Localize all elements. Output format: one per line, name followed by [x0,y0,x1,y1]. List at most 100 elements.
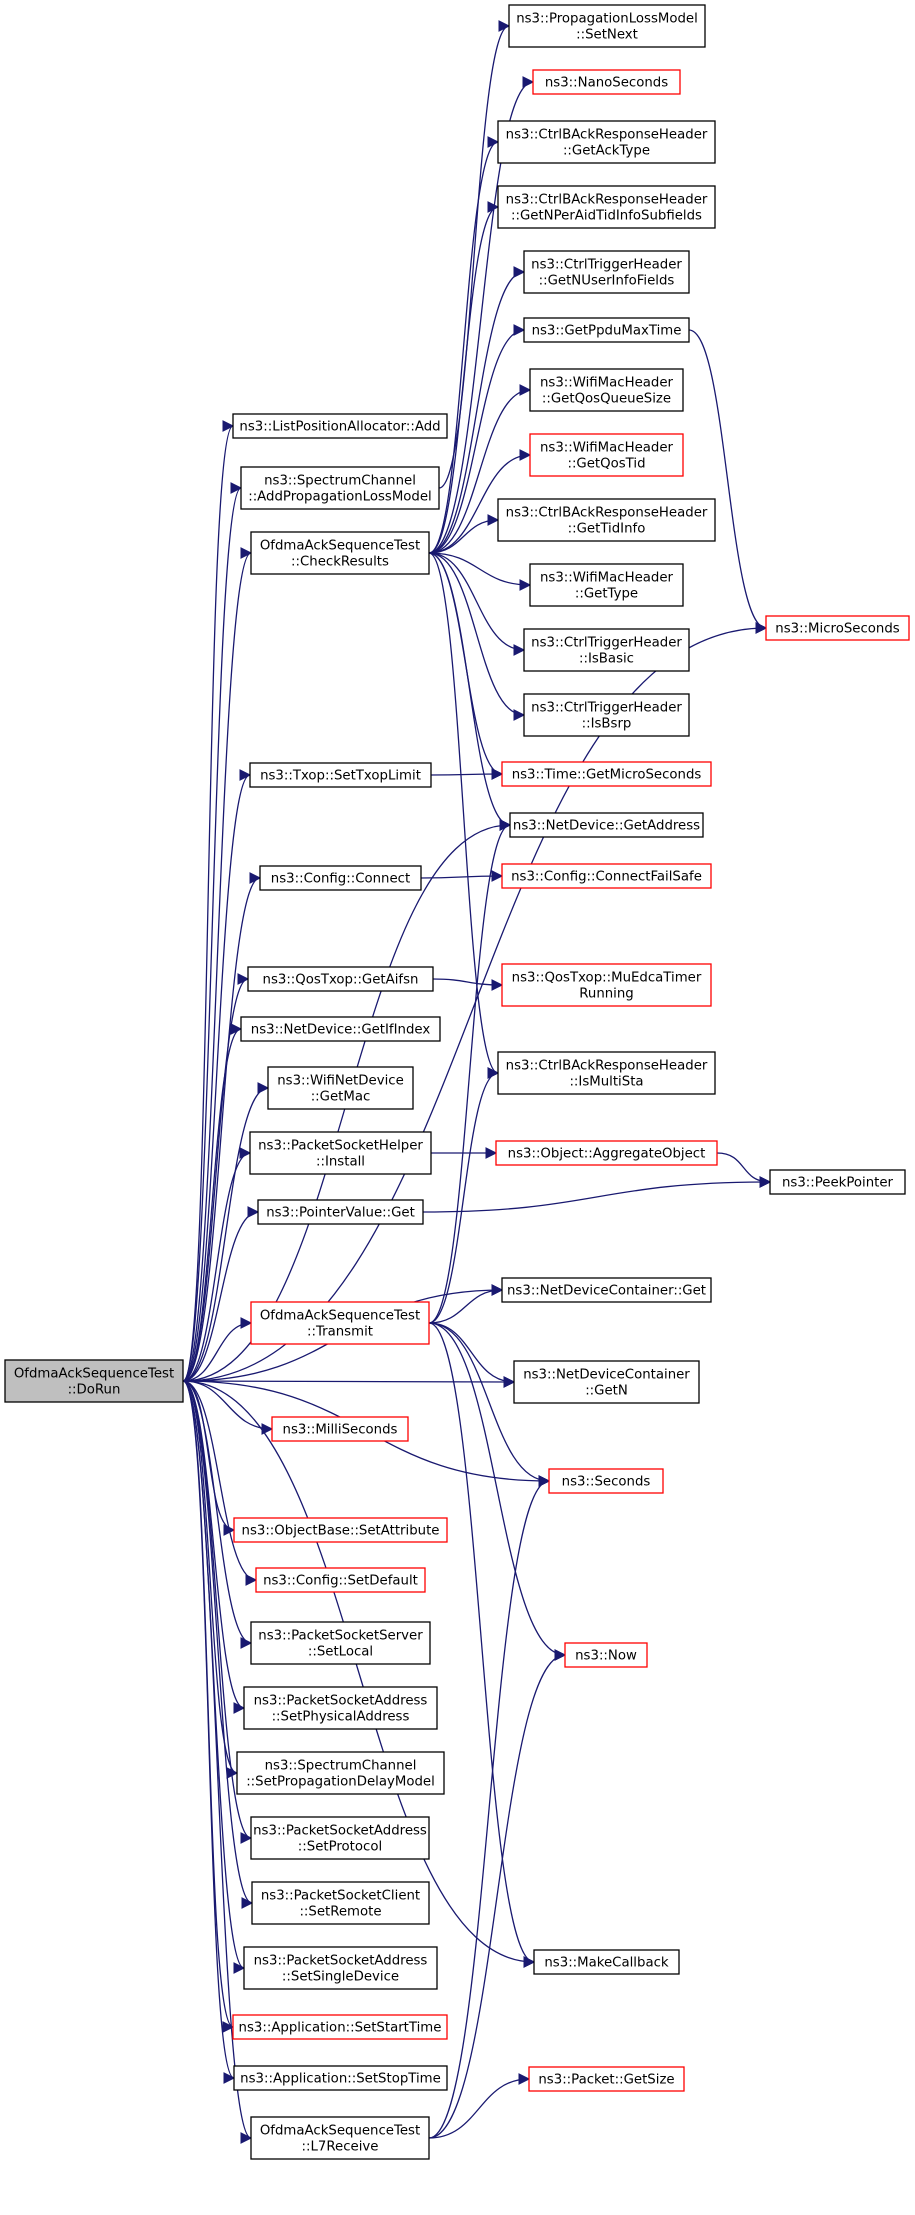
node-getAifsn[interactable]: ns3::QosTxop::GetAifsn [247,966,434,992]
node-label: ns3::Object::AggregateObject [508,1147,706,1162]
node-setNext[interactable]: ns3::PropagationLossModel::SetNext [508,4,706,48]
node-getAckType[interactable]: ns3::CtrlBAckResponseHeader::GetAckType [497,120,716,164]
node-label: ::AddPropagationLossModel [248,490,432,505]
node-getNPerAid[interactable]: ns3::CtrlBAckResponseHeader::GetNPerAidT… [497,185,716,229]
node-now[interactable]: ns3::Now [564,1642,648,1668]
node-setStop[interactable]: ns3::Application::SetStopTime [233,2065,448,2091]
node-setDefault[interactable]: ns3::Config::SetDefault [255,1567,426,1593]
edge-doRun-to-cfgConnect [182,872,262,1382]
node-setTxop[interactable]: ns3::Txop::SetTxopLimit [249,762,432,788]
edge-checkResults-to-ndGetAddr [428,552,512,831]
edge-transmit-to-ndGetAddr [428,819,512,1324]
node-label: ns3::GetPpduMaxTime [532,324,682,339]
edge-doRun-to-listAdd [182,420,235,1382]
node-isBsrp[interactable]: ns3::CtrlTriggerHeader::IsBsrp [523,693,690,737]
node-setLocal[interactable]: ns3::PacketSocketServer::SetLocal [250,1621,431,1665]
node-pshInstall[interactable]: ns3::PacketSocketHelper::Install [249,1131,432,1175]
edge-transmit-to-makeCb [428,1322,536,1968]
node-getQosQ[interactable]: ns3::WifiMacHeader::GetQosQueueSize [529,368,684,412]
node-label: OfdmaAckSequenceTest [14,1367,174,1382]
node-listAdd[interactable]: ns3::ListPositionAllocator::Add [232,413,448,439]
node-label: ns3::QosTxop::GetAifsn [263,973,419,988]
node-l7[interactable]: OfdmaAckSequenceTest::L7Receive [250,2116,430,2160]
node-cfgConnect[interactable]: ns3::Config::Connect [259,865,422,891]
node-setAttr[interactable]: ns3::ObjectBase::SetAttribute [233,1517,448,1543]
node-getType[interactable]: ns3::WifiMacHeader::GetType [529,563,684,607]
node-getNUser[interactable]: ns3::CtrlTriggerHeader::GetNUserInfoFiel… [523,250,690,294]
node-isMultiSta[interactable]: ns3::CtrlBAckResponseHeader::IsMultiSta [497,1051,716,1095]
node-label: ns3::NanoSeconds [545,76,668,91]
node-addProp[interactable]: ns3::SpectrumChannel::AddPropagationLoss… [240,466,440,510]
edge-doRun-to-milli [182,1380,274,1435]
node-label: OfdmaAckSequenceTest [260,2124,420,2139]
node-label: OfdmaAckSequenceTest [260,1309,420,1324]
node-label: ns3::WifiMacHeader [540,376,674,391]
edge-doRun-to-getIfIndex [182,1023,243,1382]
edge-checkResults-to-getQosTid [428,449,532,554]
node-milli[interactable]: ns3::MilliSeconds [271,1416,409,1442]
edge-l7-to-pktGetSize [428,2073,531,2139]
node-label: ::IsBasic [579,652,634,667]
node-label: ns3::CtrlBAckResponseHeader [506,506,708,521]
node-label: ns3::WifiNetDevice [277,1074,404,1089]
node-label: ns3::PropagationLossModel [516,12,698,27]
node-setPropDelay[interactable]: ns3::SpectrumChannel::SetPropagationDela… [236,1751,445,1795]
node-setProto[interactable]: ns3::PacketSocketAddress::SetProtocol [250,1816,430,1860]
edge-checkResults-to-nano [428,76,535,554]
node-label: ::GetN [585,1384,628,1399]
node-makeCb[interactable]: ns3::MakeCallback [533,1949,680,1975]
edge-doRun-to-getMac [182,1082,270,1382]
node-label: ::L7Receive [302,2140,379,2155]
node-label: OfdmaAckSequenceTest [260,539,420,554]
node-getTidInfo[interactable]: ns3::CtrlBAckResponseHeader::GetTidInfo [497,498,716,542]
node-pvGet[interactable]: ns3::PointerValue::Get [257,1199,424,1225]
edge-getAifsn-to-muEdca [432,978,504,991]
edge-checkResults-to-getPpdu [428,324,526,554]
node-label: ns3::ListPositionAllocator::Add [239,420,440,435]
node-label: ::GetMac [311,1090,371,1105]
node-label: ns3::ObjectBase::SetAttribute [242,1524,440,1539]
node-label: ns3::Packet::GetSize [538,2073,674,2088]
node-connectFS[interactable]: ns3::Config::ConnectFailSafe [501,863,712,889]
node-seconds[interactable]: ns3::Seconds [548,1468,664,1494]
node-ndGetAddr[interactable]: ns3::NetDevice::GetAddress [509,812,704,838]
node-doRun[interactable]: OfdmaAckSequenceTest::DoRun [4,1359,184,1403]
edge-doRun-to-l7 [182,1380,253,2144]
node-setStart[interactable]: ns3::Application::SetStartTime [232,2014,448,2040]
node-setSingle[interactable]: ns3::PacketSocketAddress::SetSingleDevic… [243,1946,438,1990]
node-peek[interactable]: ns3::PeekPointer [769,1169,906,1195]
node-getMac[interactable]: ns3::WifiNetDevice::GetMac [267,1066,414,1110]
node-checkResults[interactable]: OfdmaAckSequenceTest::CheckResults [250,531,430,575]
node-setPhys[interactable]: ns3::PacketSocketAddress::SetPhysicalAdd… [243,1686,438,1730]
node-label: ns3::NetDevice::GetAddress [513,819,700,834]
node-setRemote[interactable]: ns3::PacketSocketClient::SetRemote [251,1881,430,1925]
node-isBasic[interactable]: ns3::CtrlTriggerHeader::IsBasic [523,628,690,672]
edge-checkResults-to-isMultiSta [428,552,500,1079]
edge-checkResults-to-getAckType [428,136,500,554]
node-nano[interactable]: ns3::NanoSeconds [532,69,681,95]
node-label: ns3::Seconds [562,1475,651,1490]
node-label: ns3::NetDevice::GetIfIndex [251,1023,431,1038]
node-transmit[interactable]: OfdmaAckSequenceTest::Transmit [250,1301,430,1345]
node-label: ns3::MakeCallback [544,1956,669,1971]
node-label: ns3::CtrlBAckResponseHeader [506,128,708,143]
edge-transmit-to-isMultiSta [428,1067,500,1324]
edge-getPpdu-to-micro [688,329,768,634]
node-ndcGetN[interactable]: ns3::NetDeviceContainer::GetN [513,1360,700,1404]
node-micro[interactable]: ns3::MicroSeconds [765,615,910,641]
node-getMicro[interactable]: ns3::Time::GetMicroSeconds [501,761,712,787]
edge-doRun-to-pvGet [182,1206,260,1382]
node-ndcGet[interactable]: ns3::NetDeviceContainer::Get [501,1277,712,1303]
node-label: ns3::PacketSocketAddress [254,1694,428,1709]
node-getPpdu[interactable]: ns3::GetPpduMaxTime [523,317,690,343]
node-label: ::GetAckType [563,144,650,159]
node-pktGetSize[interactable]: ns3::Packet::GetSize [528,2066,685,2092]
node-label: ::GetQosTid [567,457,645,472]
node-getIfIndex[interactable]: ns3::NetDevice::GetIfIndex [240,1016,441,1042]
node-label: ns3::Time::GetMicroSeconds [512,768,702,783]
node-label: ::GetType [575,587,638,602]
node-getQosTid[interactable]: ns3::WifiMacHeader::GetQosTid [529,433,684,477]
node-aggregate[interactable]: ns3::Object::AggregateObject [495,1140,718,1166]
node-label: ::SetProtocol [298,1840,382,1855]
